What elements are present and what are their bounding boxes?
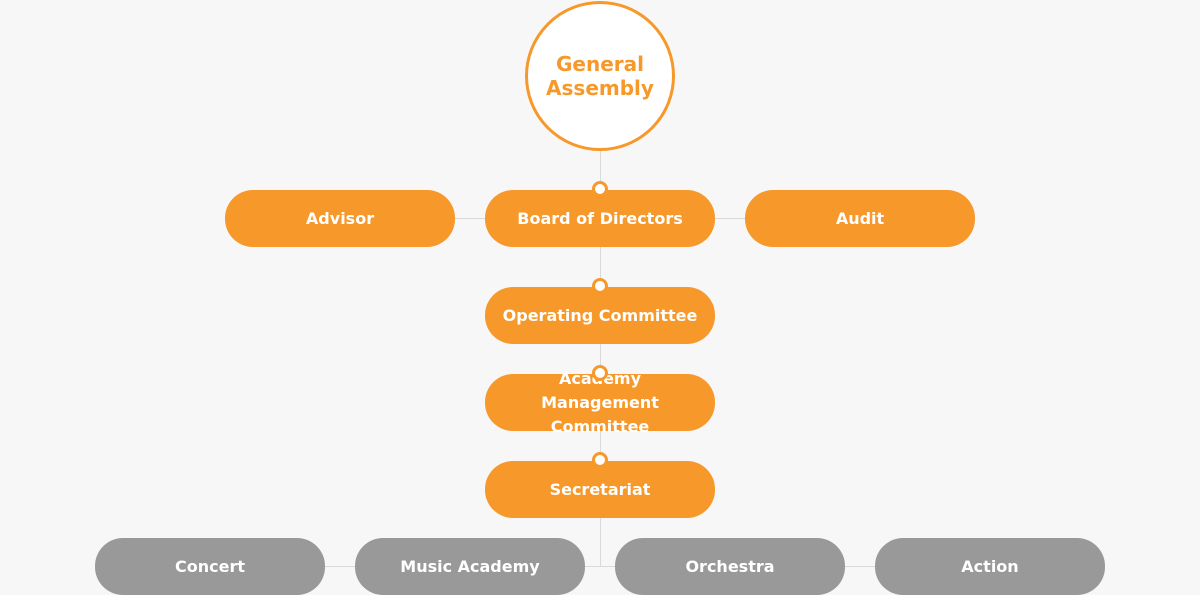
board-of-directors-label: Board of Directors: [517, 208, 683, 228]
connector-dot-operating: [592, 278, 608, 294]
advisor-node: Advisor: [225, 190, 455, 247]
advisor-label: Advisor: [305, 208, 375, 228]
division-music-academy-node: Music Academy: [355, 538, 585, 595]
general-assembly-node: General Assembly: [525, 1, 675, 151]
division-concert-node: Concert: [95, 538, 325, 595]
secretariat-node: Secretariat: [485, 461, 715, 518]
operating-committee-label: Operating Committee: [502, 305, 698, 325]
connector-division-row: [325, 566, 875, 567]
division-action-label: Action: [961, 556, 1019, 576]
division-music-academy-label: Music Academy: [400, 556, 540, 576]
division-concert-label: Concert: [175, 556, 245, 576]
division-action-node: Action: [875, 538, 1105, 595]
connector-dot-academy: [592, 365, 608, 381]
board-of-directors-node: Board of Directors: [485, 190, 715, 247]
division-orchestra-node: Orchestra: [615, 538, 845, 595]
audit-node: Audit: [745, 190, 975, 247]
operating-committee-node: Operating Committee: [485, 287, 715, 344]
connector-dot-board: [592, 181, 608, 197]
secretariat-label: Secretariat: [549, 479, 651, 499]
audit-label: Audit: [835, 208, 885, 228]
general-assembly-label: General Assembly: [546, 52, 654, 100]
connector-dot-secretariat: [592, 452, 608, 468]
connector-spine: [600, 148, 601, 566]
academy-management-committee-node: Academy Management Committee: [485, 369, 715, 436]
division-orchestra-label: Orchestra: [685, 556, 775, 576]
